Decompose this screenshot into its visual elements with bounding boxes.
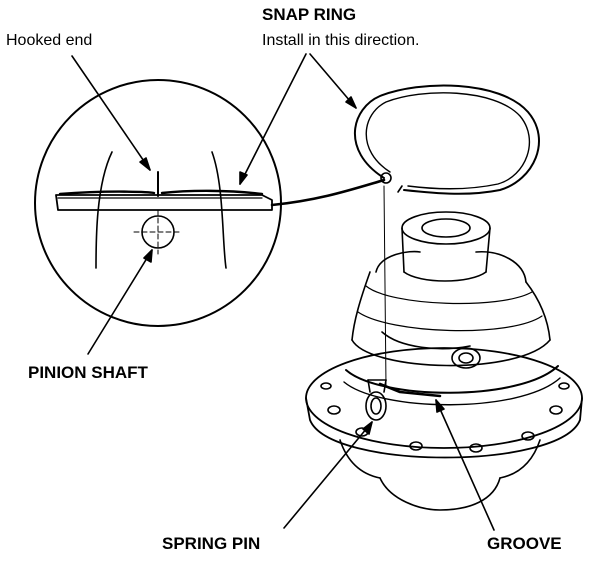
snap-ring-label: SNAP RING	[262, 5, 357, 24]
spring-pin-label: SPRING PIN	[162, 534, 261, 553]
leader-lines	[71, 53, 495, 531]
hooked-end-label: Hooked end	[6, 32, 93, 49]
install-direction-note: Install in this direction.	[262, 32, 420, 49]
spring-pin	[365, 379, 387, 421]
snap-ring	[354, 84, 540, 195]
groove-label: GROOVE	[487, 534, 562, 553]
pinion-shaft-label: PINION SHAFT	[28, 363, 148, 382]
detail-circle	[34, 79, 386, 327]
differential-assembly	[305, 185, 583, 511]
pinion-shaft-section	[133, 209, 183, 255]
